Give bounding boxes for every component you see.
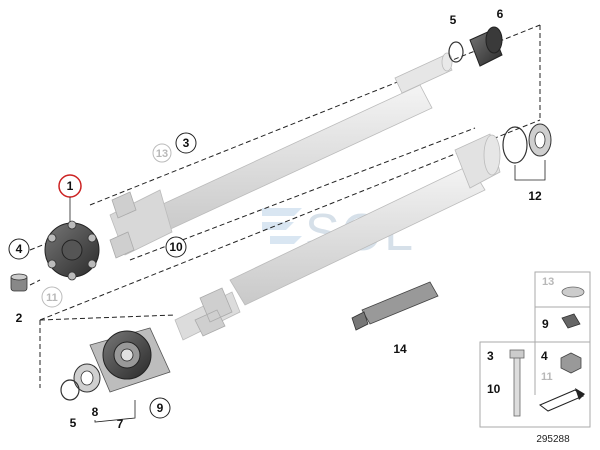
legend-9: 9 [542,317,549,331]
callout-6: 6 [497,7,504,21]
grease-tube-part [351,281,439,331]
callout-11: 11 [46,292,58,304]
legend-3: 3 [487,349,494,363]
callout-13: 13 [156,148,168,160]
callout-2: 2 [16,311,23,325]
hardware-legend: 13 9 3 10 4 11 [479,271,591,428]
callout-5-lower: 5 [70,416,77,430]
lower-propshaft [174,133,501,341]
legend-13: 13 [542,276,554,288]
upper-propshaft [109,52,453,259]
legend-4: 4 [541,349,548,363]
drawing-number: 295288 [536,434,570,445]
callout-5: 5 [450,13,457,27]
callout-9: 9 [157,401,164,415]
guide-lines [29,24,541,388]
legend-11: 11 [541,371,553,383]
boot-and-ring-parts [448,26,503,67]
callout-3: 3 [183,136,190,150]
center-bearing-part [89,327,171,393]
callout-1: 1 [67,179,74,193]
seal-ring-parts [502,123,552,164]
bushing-part [10,273,28,292]
callout-4: 4 [16,242,23,256]
callout-7: 7 [117,417,124,431]
flex-disc-part [44,220,100,281]
callout-12: 12 [528,189,542,203]
callout-8: 8 [92,405,99,419]
callout-14: 14 [393,342,407,356]
callout-10: 10 [169,240,183,254]
bearing-ring-parts [60,363,101,401]
legend-10: 10 [487,382,501,396]
callouts: 1 3 13 4 2 11 10 5 6 12 14 9 5 8 7 [8,7,546,431]
